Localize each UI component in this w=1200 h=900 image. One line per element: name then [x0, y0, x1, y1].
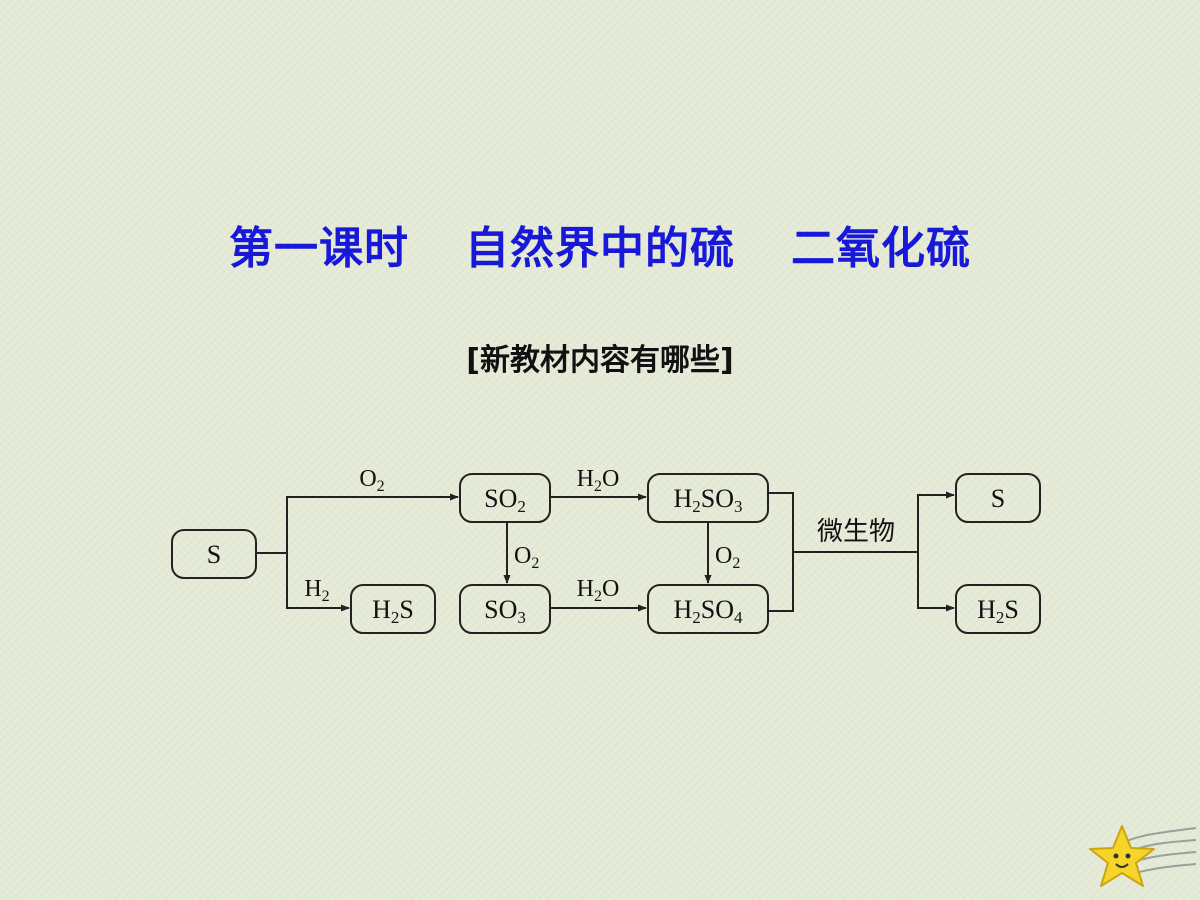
page-title: 第一课时 自然界中的硫 二氧化硫 [0, 212, 1200, 276]
section-heading: [新教材内容有哪些] [466, 343, 734, 378]
node-h2s-left: H2S [372, 595, 414, 627]
edge-label-o2-down-2: O2 [715, 543, 740, 572]
node-h2so4: H2SO4 [673, 595, 743, 627]
star-icon [1089, 825, 1197, 887]
node-s-end: S [991, 484, 1005, 513]
node-h2s-left-box [350, 584, 436, 634]
node-so3: SO3 [484, 595, 526, 627]
title-part-1: 第一课时 [229, 223, 409, 274]
node-h2so3: H2SO3 [673, 484, 742, 516]
edge-label-o2-down-1: O2 [514, 543, 539, 572]
title-part-3: 二氧化硫 [791, 223, 971, 274]
node-h2so4-box [647, 584, 769, 634]
node-s-start: S [207, 540, 221, 569]
edge-to-s-end [917, 491, 955, 552]
edge-s-to-so2 [286, 493, 459, 553]
edge-s-to-h2s [286, 553, 350, 612]
edge-label-microbe: 微生物 [817, 517, 895, 547]
node-so2: SO2 [484, 484, 526, 516]
edge-label-o2-top: O2 [359, 466, 384, 495]
edge-label-h2o-top: H2O [577, 466, 620, 495]
edge-to-h2s-right [917, 552, 955, 612]
edge-acids-merge [768, 492, 794, 612]
node-h2s-right: H2S [977, 595, 1019, 627]
node-s-end-box [955, 473, 1041, 523]
edge-label-h2o-bottom: H2O [577, 576, 620, 605]
edge-label-h2-left: H2 [304, 576, 329, 605]
node-h2s-right-box [955, 584, 1041, 634]
title-part-2: 自然界中的硫 [465, 223, 735, 274]
